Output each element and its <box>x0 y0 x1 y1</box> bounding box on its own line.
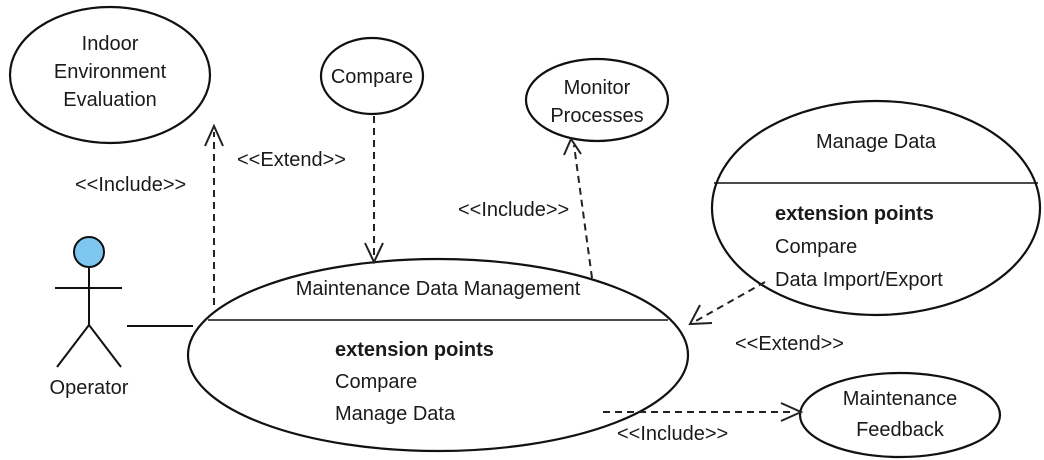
maintenance-ext-heading: extension points <box>335 339 494 361</box>
indoor-label-line-3: Evaluation <box>63 89 156 111</box>
include-indoor-arrowhead <box>204 123 224 147</box>
relation-extend-compare[interactable]: <<Extend>> <box>237 116 384 265</box>
indoor-label-line-1: Indoor <box>82 33 139 55</box>
extend-compare-label: <<Extend>> <box>237 149 346 171</box>
include-indoor-label: <<Include>> <box>75 174 186 196</box>
use-case-maintenance-data-management[interactable]: Maintenance Data Management extension po… <box>186 257 690 453</box>
actor-operator[interactable]: Operator <box>50 236 129 399</box>
maintenance-ext-point-compare: Compare <box>335 371 417 393</box>
indoor-label-line-2: Environment <box>54 61 167 83</box>
monitor-label-line-2: Processes <box>550 105 643 127</box>
relation-include-feedback[interactable]: <<Include>> <box>603 402 804 445</box>
actor-name: Operator <box>50 377 129 399</box>
relation-extend-manage-data[interactable]: <<Extend>> <box>688 281 844 355</box>
include-monitor-arrowhead <box>563 136 582 156</box>
maintenance-title: Maintenance Data Management <box>296 278 581 300</box>
monitor-label-line-1: Monitor <box>564 77 631 99</box>
relation-include-monitor[interactable]: <<Include>> <box>458 136 593 279</box>
include-monitor-label: <<Include>> <box>458 199 569 221</box>
extend-manage-label: <<Extend>> <box>735 333 844 355</box>
actor-right-leg <box>88 324 122 368</box>
use-case-compare[interactable]: Compare <box>319 36 425 116</box>
extend-compare-arrowhead <box>364 242 384 265</box>
use-case-manage-data[interactable]: Manage Data extension points Compare Dat… <box>710 99 1042 317</box>
feedback-label-line-2: Feedback <box>856 419 945 441</box>
include-monitor-line <box>573 144 593 279</box>
manage-data-ext-point-compare: Compare <box>775 236 857 258</box>
manage-data-ext-heading: extension points <box>775 203 934 225</box>
include-feedback-arrowhead <box>780 402 804 422</box>
include-feedback-label: <<Include>> <box>617 423 728 445</box>
use-case-maintenance-feedback[interactable]: Maintenance Feedback <box>798 371 1002 459</box>
manage-data-title: Manage Data <box>816 131 937 153</box>
compare-label: Compare <box>331 66 413 88</box>
actor-left-leg <box>56 324 90 368</box>
feedback-label-line-1: Maintenance <box>843 388 958 410</box>
maintenance-ext-point-manage-data: Manage Data <box>335 403 456 425</box>
relation-include-indoor[interactable]: <<Include>> <box>75 123 224 305</box>
use-case-monitor-processes[interactable]: Monitor Processes <box>524 57 670 143</box>
extend-manage-arrowhead <box>688 304 713 326</box>
extend-manage-line <box>693 281 766 323</box>
use-case-indoor-environment-evaluation[interactable]: Indoor Environment Evaluation <box>8 5 212 145</box>
manage-data-ext-point-import-export: Data Import/Export <box>775 269 943 291</box>
actor-head <box>73 236 105 268</box>
